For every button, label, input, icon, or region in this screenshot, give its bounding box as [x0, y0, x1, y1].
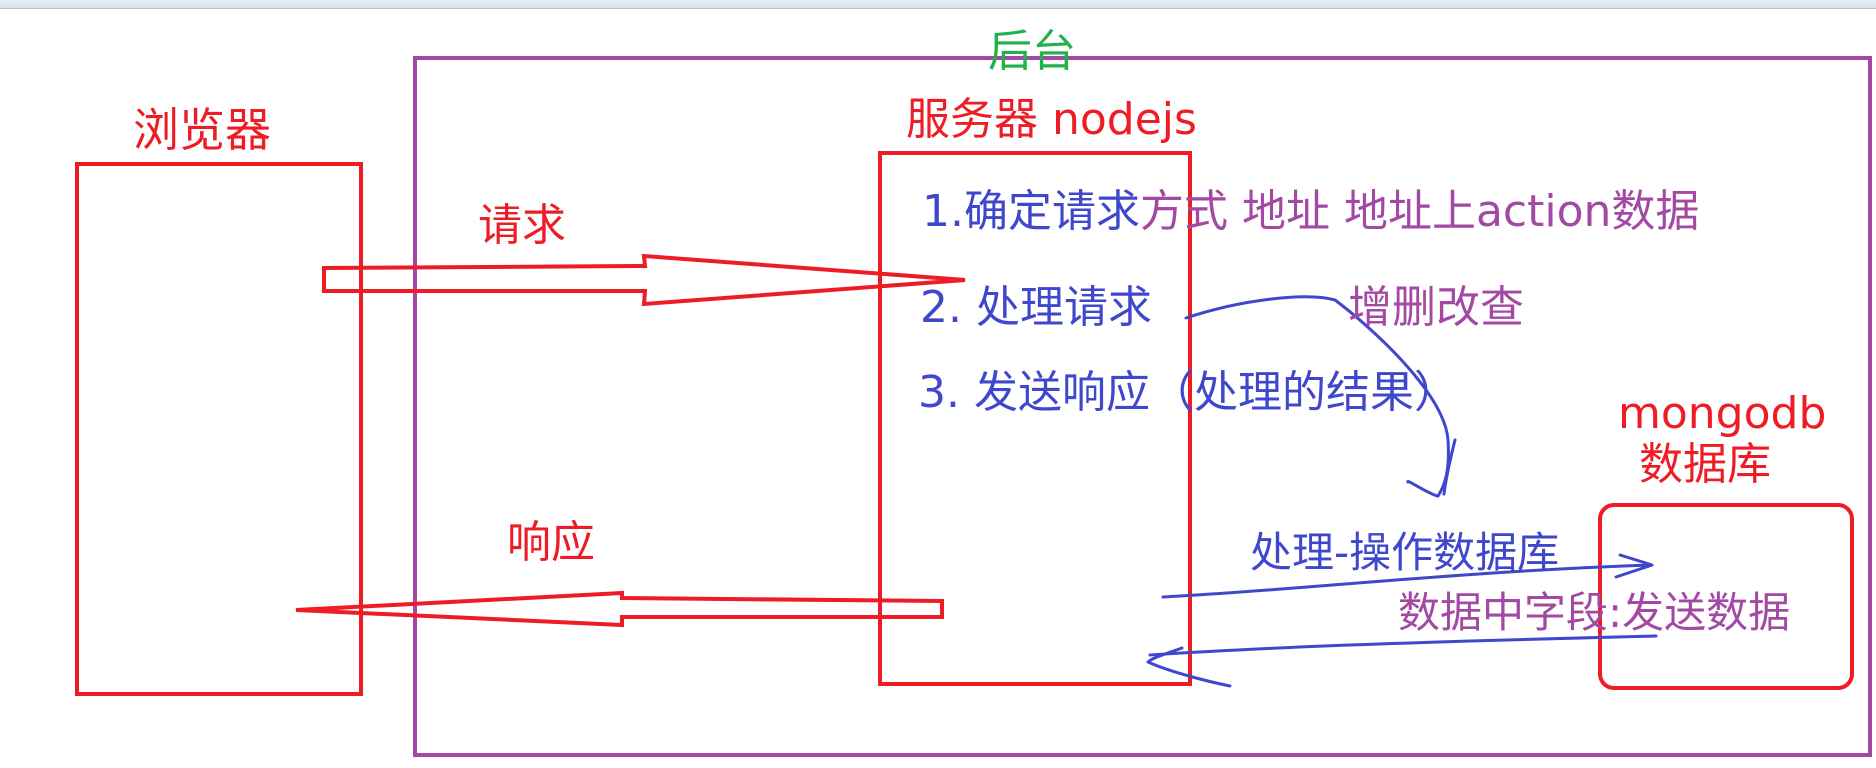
browser-label: 浏览器 [133, 103, 271, 157]
request-arrow [322, 253, 966, 307]
backend-title: 后台 [988, 26, 1076, 77]
backend-box [413, 56, 1872, 757]
db-operation-arrow [1161, 553, 1654, 599]
crud-curve-tip [1442, 438, 1457, 496]
server-step-3: 3. 发送响应（处理的结果） [918, 367, 1458, 418]
server-box [878, 151, 1192, 686]
crud-curve [1184, 295, 1450, 498]
browser-box [75, 162, 363, 696]
db-return-arrow [1146, 634, 1658, 688]
window-top-strip [0, 0, 1876, 9]
response-label: 响应 [507, 517, 595, 568]
server-step-1-detail: 方式 地址 地址上action数据 [1139, 186, 1700, 237]
mongodb-box [1598, 503, 1854, 690]
response-arrow [295, 590, 944, 628]
mongodb-label: mongodb [1618, 388, 1827, 439]
server-step-1: 1.确定请求方式 地址 地址上action数据 [922, 190, 1699, 234]
db-return-label: 数据中字段:发送数据 [1398, 588, 1791, 637]
request-label: 请求 [478, 200, 566, 251]
database-label: 数据库 [1639, 439, 1771, 490]
crud-label: 增删改查 [1348, 282, 1524, 333]
server-step-2: 2. 处理请求 [920, 282, 1152, 333]
db-operation-label: 处理-操作数据库 [1250, 528, 1560, 577]
server-label: 服务器 nodejs [906, 94, 1197, 145]
server-step-1-text: 1.确定请求 [922, 186, 1140, 237]
